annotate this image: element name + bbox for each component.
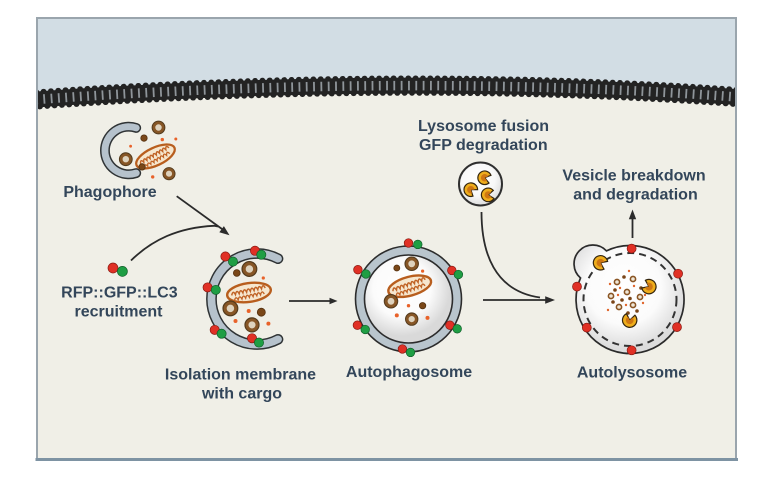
svg-text:Isolation membrane: Isolation membrane [165,367,316,384]
svg-text:recruitment: recruitment [74,304,163,321]
svg-text:with cargo: with cargo [201,385,282,402]
svg-text:RFP::GFP::LC3: RFP::GFP::LC3 [61,285,178,302]
svg-text:Autophagosome: Autophagosome [346,364,472,381]
svg-text:Vesicle breakdown: Vesicle breakdown [562,168,705,185]
svg-text:GFP degradation: GFP degradation [419,137,548,154]
svg-text:Phagophore: Phagophore [63,184,156,201]
svg-text:Lysosome fusion: Lysosome fusion [418,118,549,135]
svg-text:and degradation: and degradation [573,187,697,204]
svg-text:Autolysosome: Autolysosome [577,365,687,382]
